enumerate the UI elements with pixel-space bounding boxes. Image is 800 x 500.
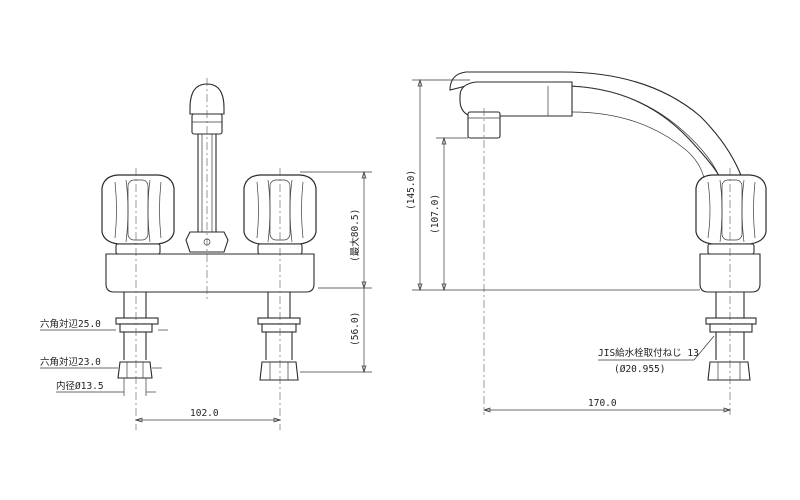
side-shank: [705, 292, 757, 381]
right-shank: [257, 292, 301, 381]
shank-length-label: (56.0): [350, 312, 361, 346]
hex-flats-upper-label: 六角対辺25.0: [40, 318, 101, 330]
left-handle: [101, 174, 175, 255]
spout-reach-label: 170.0: [588, 398, 617, 409]
thread-diameter-label: (Ø20.955): [614, 364, 665, 375]
max-height-label: (最大80.5): [349, 209, 361, 262]
deck-body: [105, 253, 315, 293]
gooseneck-spout: [449, 71, 743, 179]
thread-spec-label: JIS給水栓取付ねじ 13: [598, 347, 699, 359]
total-height-label: (145.0): [406, 170, 417, 210]
spout-height-label: (107.0): [430, 194, 441, 234]
center-distance-label: 102.0: [190, 408, 219, 419]
left-shank: [115, 292, 159, 379]
hex-flats-lower-label: 六角対辺23.0: [40, 356, 101, 368]
front-view: 六角対辺25.0 六角対辺23.0 内径Ø13.5 102.0 (最大80.5)…: [40, 78, 372, 430]
front-dim-lines: [40, 170, 372, 423]
side-view: (145.0) (107.0) 170.0 JIS給水栓取付ねじ 13 (Ø20…: [406, 71, 767, 415]
side-dim-lines: [412, 78, 732, 413]
side-deck-body: [699, 253, 761, 293]
side-handle: [695, 174, 767, 255]
inner-diameter-label: 内径Ø13.5: [56, 380, 104, 392]
